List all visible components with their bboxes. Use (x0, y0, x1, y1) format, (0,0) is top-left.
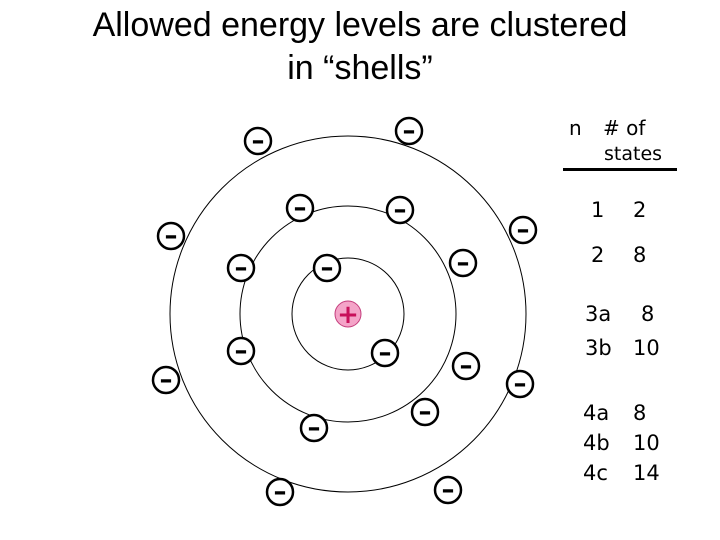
header-states: states (604, 143, 662, 165)
electron: – (396, 116, 422, 146)
row-state-count: 2 (633, 198, 646, 222)
electron: – (435, 475, 461, 505)
row-n-value: 4a (583, 401, 609, 425)
electron-minus-sign: – (419, 397, 432, 427)
electron-minus-sign: – (403, 116, 416, 146)
electron: – (301, 413, 327, 443)
electron-minus-sign: – (514, 369, 527, 399)
electron-minus-sign: – (442, 475, 455, 505)
electron: – (510, 215, 536, 245)
electron-minus-sign: – (165, 221, 178, 251)
electron: – (372, 338, 398, 368)
electron: – (245, 126, 271, 156)
electron-minus-sign: – (460, 351, 473, 381)
row-n-value: 2 (591, 243, 604, 267)
header-underline (563, 168, 677, 171)
electron-minus-sign: – (321, 253, 334, 283)
row-state-count: 10 (633, 431, 660, 455)
electron-minus-sign: – (379, 338, 392, 368)
electron-minus-sign: – (235, 336, 248, 366)
row-n-value: 3a (585, 302, 611, 326)
electron: – (507, 369, 533, 399)
electron: – (387, 195, 413, 225)
electron-minus-sign: – (294, 193, 307, 223)
header-n: n (569, 116, 582, 140)
electron: – (412, 397, 438, 427)
electron: – (228, 336, 254, 366)
row-state-count: 8 (641, 302, 654, 326)
row-n-value: 3b (585, 336, 612, 360)
electron: – (287, 193, 313, 223)
electron-minus-sign: – (235, 253, 248, 283)
electron-minus-sign: – (252, 126, 265, 156)
electron-minus-sign: – (274, 477, 287, 507)
row-n-value: 4b (583, 431, 610, 455)
electron-minus-sign: – (517, 215, 530, 245)
row-state-count: 8 (633, 401, 646, 425)
electron: – (450, 248, 476, 278)
electron: – (453, 351, 479, 381)
electron: – (314, 253, 340, 283)
nucleus-plus-sign: + (337, 300, 359, 330)
row-n-value: 1 (591, 198, 604, 222)
nucleus: + (335, 300, 361, 330)
electron-minus-sign: – (160, 365, 173, 395)
electron-minus-sign: – (457, 248, 470, 278)
row-n-value: 4c (583, 461, 608, 485)
electron: – (153, 365, 179, 395)
electron: – (228, 253, 254, 283)
row-state-count: 14 (633, 461, 660, 485)
header-count: # of (603, 116, 645, 140)
electron: – (158, 221, 184, 251)
row-state-count: 10 (633, 336, 660, 360)
electron-minus-sign: – (394, 195, 407, 225)
electron-minus-sign: – (308, 413, 321, 443)
electron: – (267, 477, 293, 507)
row-state-count: 8 (633, 243, 646, 267)
